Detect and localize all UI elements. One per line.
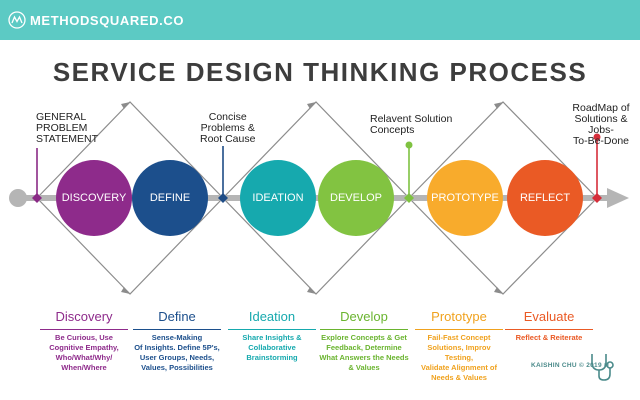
milestone-label-line: Concise [208, 111, 247, 123]
phase-column-line: & Values [348, 363, 380, 372]
phase-column-line: Fail-Fast Concept [427, 333, 491, 342]
phase-column-divider [40, 329, 128, 330]
phase-circle-label: DISCOVERY [61, 192, 127, 204]
milestone-label-line: Relavent Solution [370, 113, 453, 125]
milestone-label-line: Root Cause [200, 133, 256, 145]
phase-column-divider [228, 329, 316, 330]
milestone-label-line: Solutions & Jobs- [574, 113, 628, 136]
page-title: SERVICE DESIGN THINKING PROCESS [52, 57, 588, 87]
phase-circle-develop [318, 160, 394, 236]
phase-column-line: Needs & Values [431, 373, 487, 382]
phase-column-divider [505, 329, 593, 330]
milestone-label-line: Concepts [370, 124, 415, 136]
phase-column-line: Validate Alignment of [421, 363, 497, 372]
stethoscope-icon [591, 354, 614, 381]
milestone-markers [32, 133, 602, 203]
phase-circle-label: DEVELOP [330, 192, 382, 204]
phase-column-line: Explore Concepts & Get [321, 333, 407, 342]
phase-column-line: Reflect & Reiterate [515, 333, 583, 342]
phase-column-line: Who/What/Why/ [55, 353, 113, 362]
credit: KAISHIN CHU © 2019 © [531, 362, 610, 369]
phase-circle-discovery [56, 160, 132, 236]
milestone-top-dot [405, 141, 413, 149]
phase-column-line: What Answers the Needs [319, 353, 409, 362]
phase-column-title: Develop [340, 309, 388, 324]
phase-column-divider [133, 329, 221, 330]
brand-name: METHODSQUARED.CO [30, 12, 185, 28]
phase-column-line: User Groups, Needs, [139, 353, 215, 362]
timeline-start-dot [9, 189, 27, 207]
phase-circle-prototype [427, 160, 503, 236]
phase-circle-ideation [240, 160, 316, 236]
phase-column-title: Ideation [248, 309, 296, 324]
phase-column-title: Define [158, 309, 196, 324]
milestone-label-line: RoadMap of [572, 102, 630, 114]
phase-column-line: Brainstorming [246, 353, 298, 362]
phase-column-title: Evaluate [523, 309, 575, 324]
phase-column-line: When/Where [61, 363, 107, 372]
phase-column-line: Cognitive Empathy, [49, 343, 119, 352]
phase-column-description: Reflect & Reiterate [503, 333, 595, 343]
diamond-arrowheads [121, 102, 503, 294]
phase-circles [56, 160, 583, 236]
phase-circle-label: DEFINE [149, 192, 191, 204]
phase-column-line: Collaborative [248, 343, 296, 352]
milestone-label-line: Problems & [200, 122, 255, 134]
phase-circle-define [132, 160, 208, 236]
header-banner: METHODSQUARED.CO [0, 0, 640, 40]
phase-column-divider [415, 329, 503, 330]
milestone-diamond [32, 193, 42, 203]
milestone-diamond [592, 193, 602, 203]
milestone-diamond [218, 193, 228, 203]
phase-column-line: Share Insights & [242, 333, 302, 342]
phase-circle-label: REFLECT [519, 192, 571, 204]
phase-column-title: Prototype [431, 309, 487, 324]
phase-column-line: Solutions, Improv Testing, [427, 343, 491, 362]
milestone-label-line: GENERAL [36, 111, 87, 123]
msq-logo-icon [8, 11, 26, 29]
brand[interactable]: METHODSQUARED.CO [8, 10, 184, 30]
phase-column-line: Be Curious, Use [55, 333, 113, 342]
phase-column-line: Of Insights. Define 5P's, [134, 343, 220, 352]
timeline-arrowhead [607, 188, 629, 208]
phase-circle-label: PROTOTYPE [431, 192, 499, 204]
milestone-label-line: To-Be-Done [572, 135, 630, 147]
phase-circle-label: IDEATION [252, 192, 304, 204]
phase-column-line: Sense-Making [151, 333, 203, 342]
milestone-label-line: STATEMENT [36, 133, 99, 145]
phase-column-title: Discovery [55, 309, 113, 324]
phase-column-line: Feedback, Determine [326, 343, 402, 352]
milestone-top-dot [593, 133, 601, 141]
phase-column-line: Values, Possibilities [141, 363, 213, 372]
milestone-label-line: PROBLEM [36, 122, 88, 134]
milestone-diamond [404, 193, 414, 203]
phase-circle-reflect [507, 160, 583, 236]
phase-column-divider [320, 329, 408, 330]
